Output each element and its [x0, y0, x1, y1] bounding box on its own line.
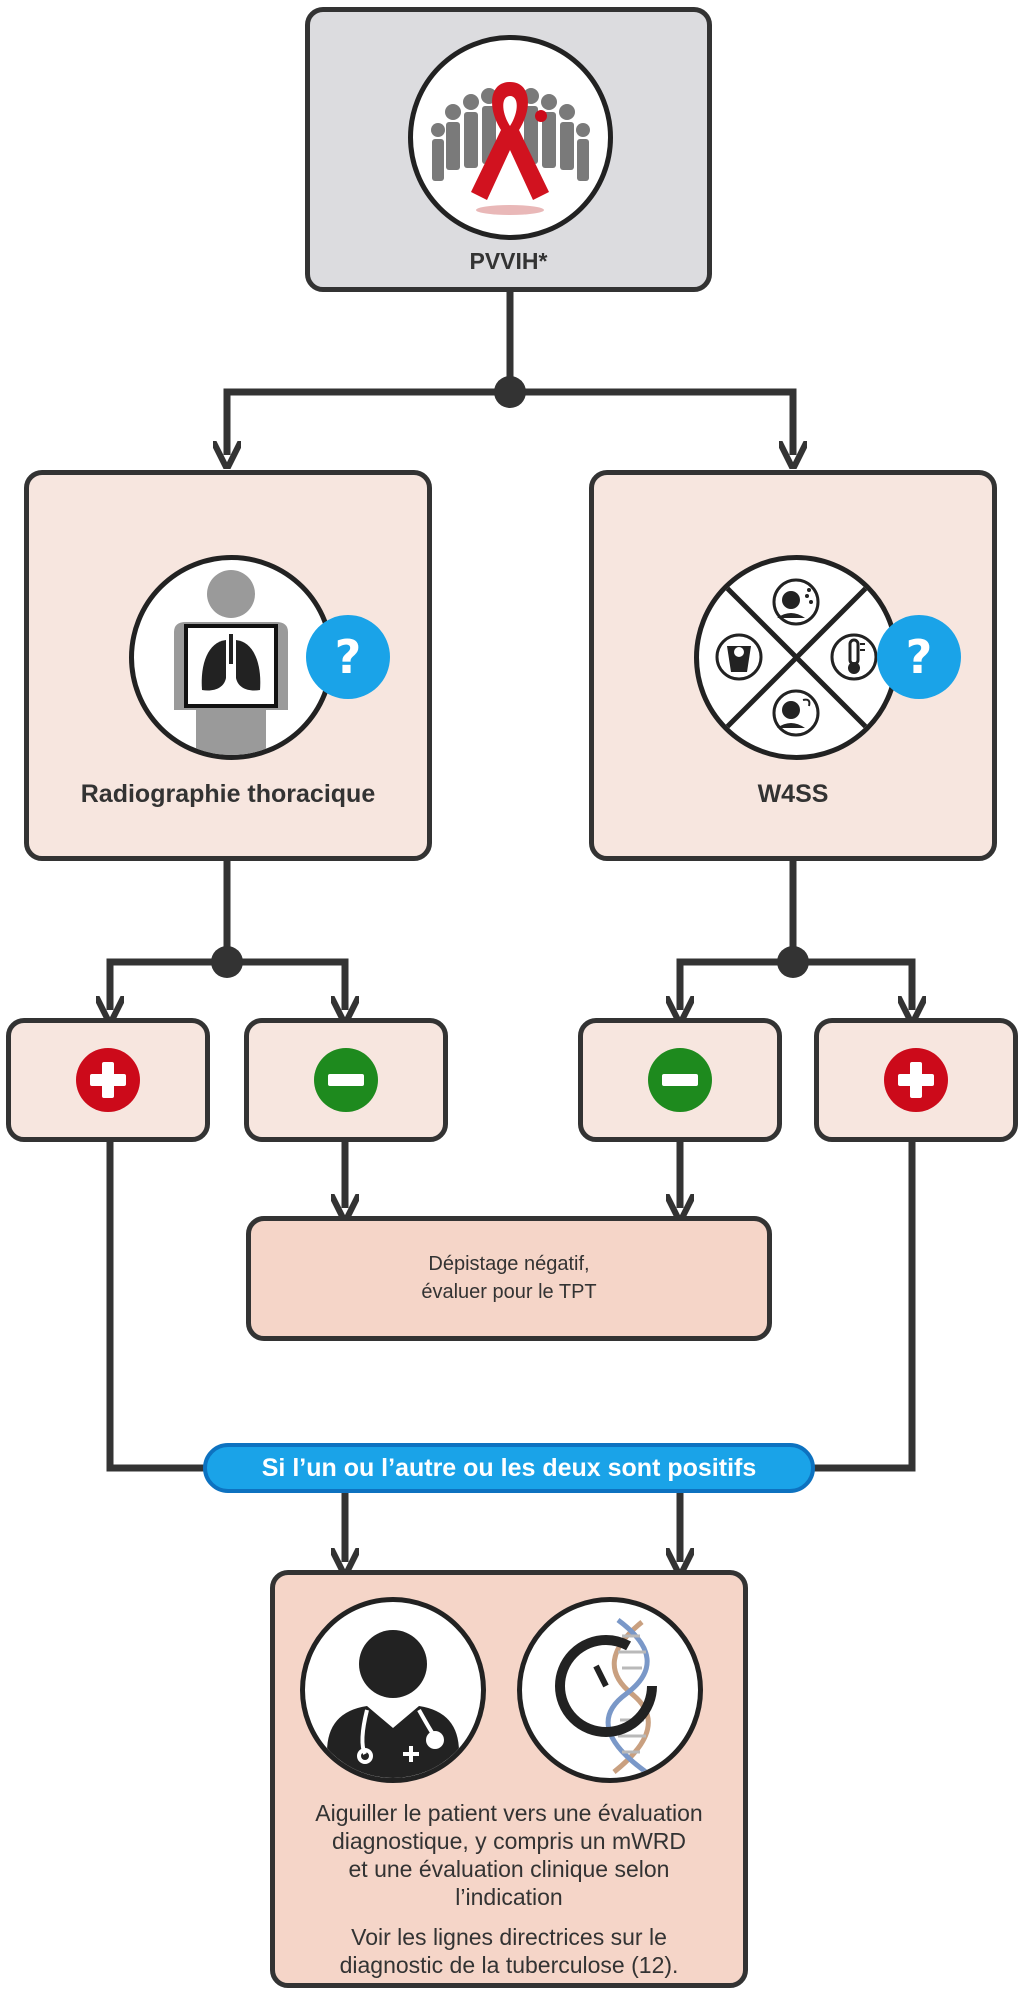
w4ss-box: ? W4SS: [589, 470, 997, 861]
negative-screening-box: Dépistage négatif, évaluer pour le TPT: [246, 1216, 772, 1341]
connector-right-plus: [793, 958, 912, 1010]
connector-top-left: [227, 388, 510, 455]
connector-top-right: [510, 388, 793, 455]
referral-text-line4: l’indication: [455, 1884, 563, 1910]
pvvih-box: PVVIH*: [305, 7, 712, 292]
plus-icon: [884, 1048, 948, 1112]
w4ss-negative-box: [578, 1018, 782, 1142]
split-node-top: [494, 376, 526, 408]
connector-plus-left-to-pill: [106, 1142, 210, 1472]
minus-icon: [314, 1048, 378, 1112]
connector-plus-right-to-pill: [810, 1142, 916, 1472]
connector-left-minus: [227, 958, 345, 1010]
chest-xray-box: ? Radiographie thoracique: [24, 470, 432, 861]
referral-text-line1: Aiguiller le patient vers une évaluation: [315, 1800, 703, 1826]
pvvih-label: PVVIH*: [469, 248, 548, 274]
plus-icon: [76, 1048, 140, 1112]
connector-left-plus: [110, 958, 227, 1010]
doctor-stethoscope-icon: [300, 1597, 486, 1783]
negative-screening-line2: évaluer pour le TPT: [421, 1281, 597, 1303]
xray-positive-box: [6, 1018, 210, 1142]
referral-text-line6: diagnostic de la tuberculose (12).: [339, 1952, 679, 1978]
split-node-right: [777, 946, 809, 978]
question-badge-xray: ?: [306, 615, 390, 699]
xray-negative-box: [244, 1018, 448, 1142]
hiv-ribbon-crowd-icon: [408, 35, 613, 240]
connector-right-minus: [680, 958, 793, 1010]
chest-xray-icon: [129, 555, 334, 760]
four-symptom-screen-icon: [694, 555, 899, 760]
w4ss-positive-box: [814, 1018, 1018, 1142]
dna-timer-icon: [517, 1597, 703, 1783]
minus-icon: [648, 1048, 712, 1112]
connector-label-pill: Si l’un ou l’autre ou les deux sont posi…: [203, 1443, 815, 1493]
referral-text-line2: diagnostique, y compris un mWRD: [331, 1828, 687, 1854]
referral-text-line5: Voir les lignes directrices sur le: [351, 1924, 667, 1950]
question-badge-w4ss: ?: [877, 615, 961, 699]
w4ss-label: W4SS: [757, 780, 829, 808]
referral-box: Aiguiller le patient vers une évaluation…: [270, 1570, 748, 1988]
negative-screening-line1: Dépistage négatif,: [428, 1253, 590, 1275]
chest-xray-label: Radiographie thoracique: [80, 780, 376, 808]
referral-text-line3: et une évaluation clinique selon: [348, 1856, 670, 1882]
split-node-left: [211, 946, 243, 978]
